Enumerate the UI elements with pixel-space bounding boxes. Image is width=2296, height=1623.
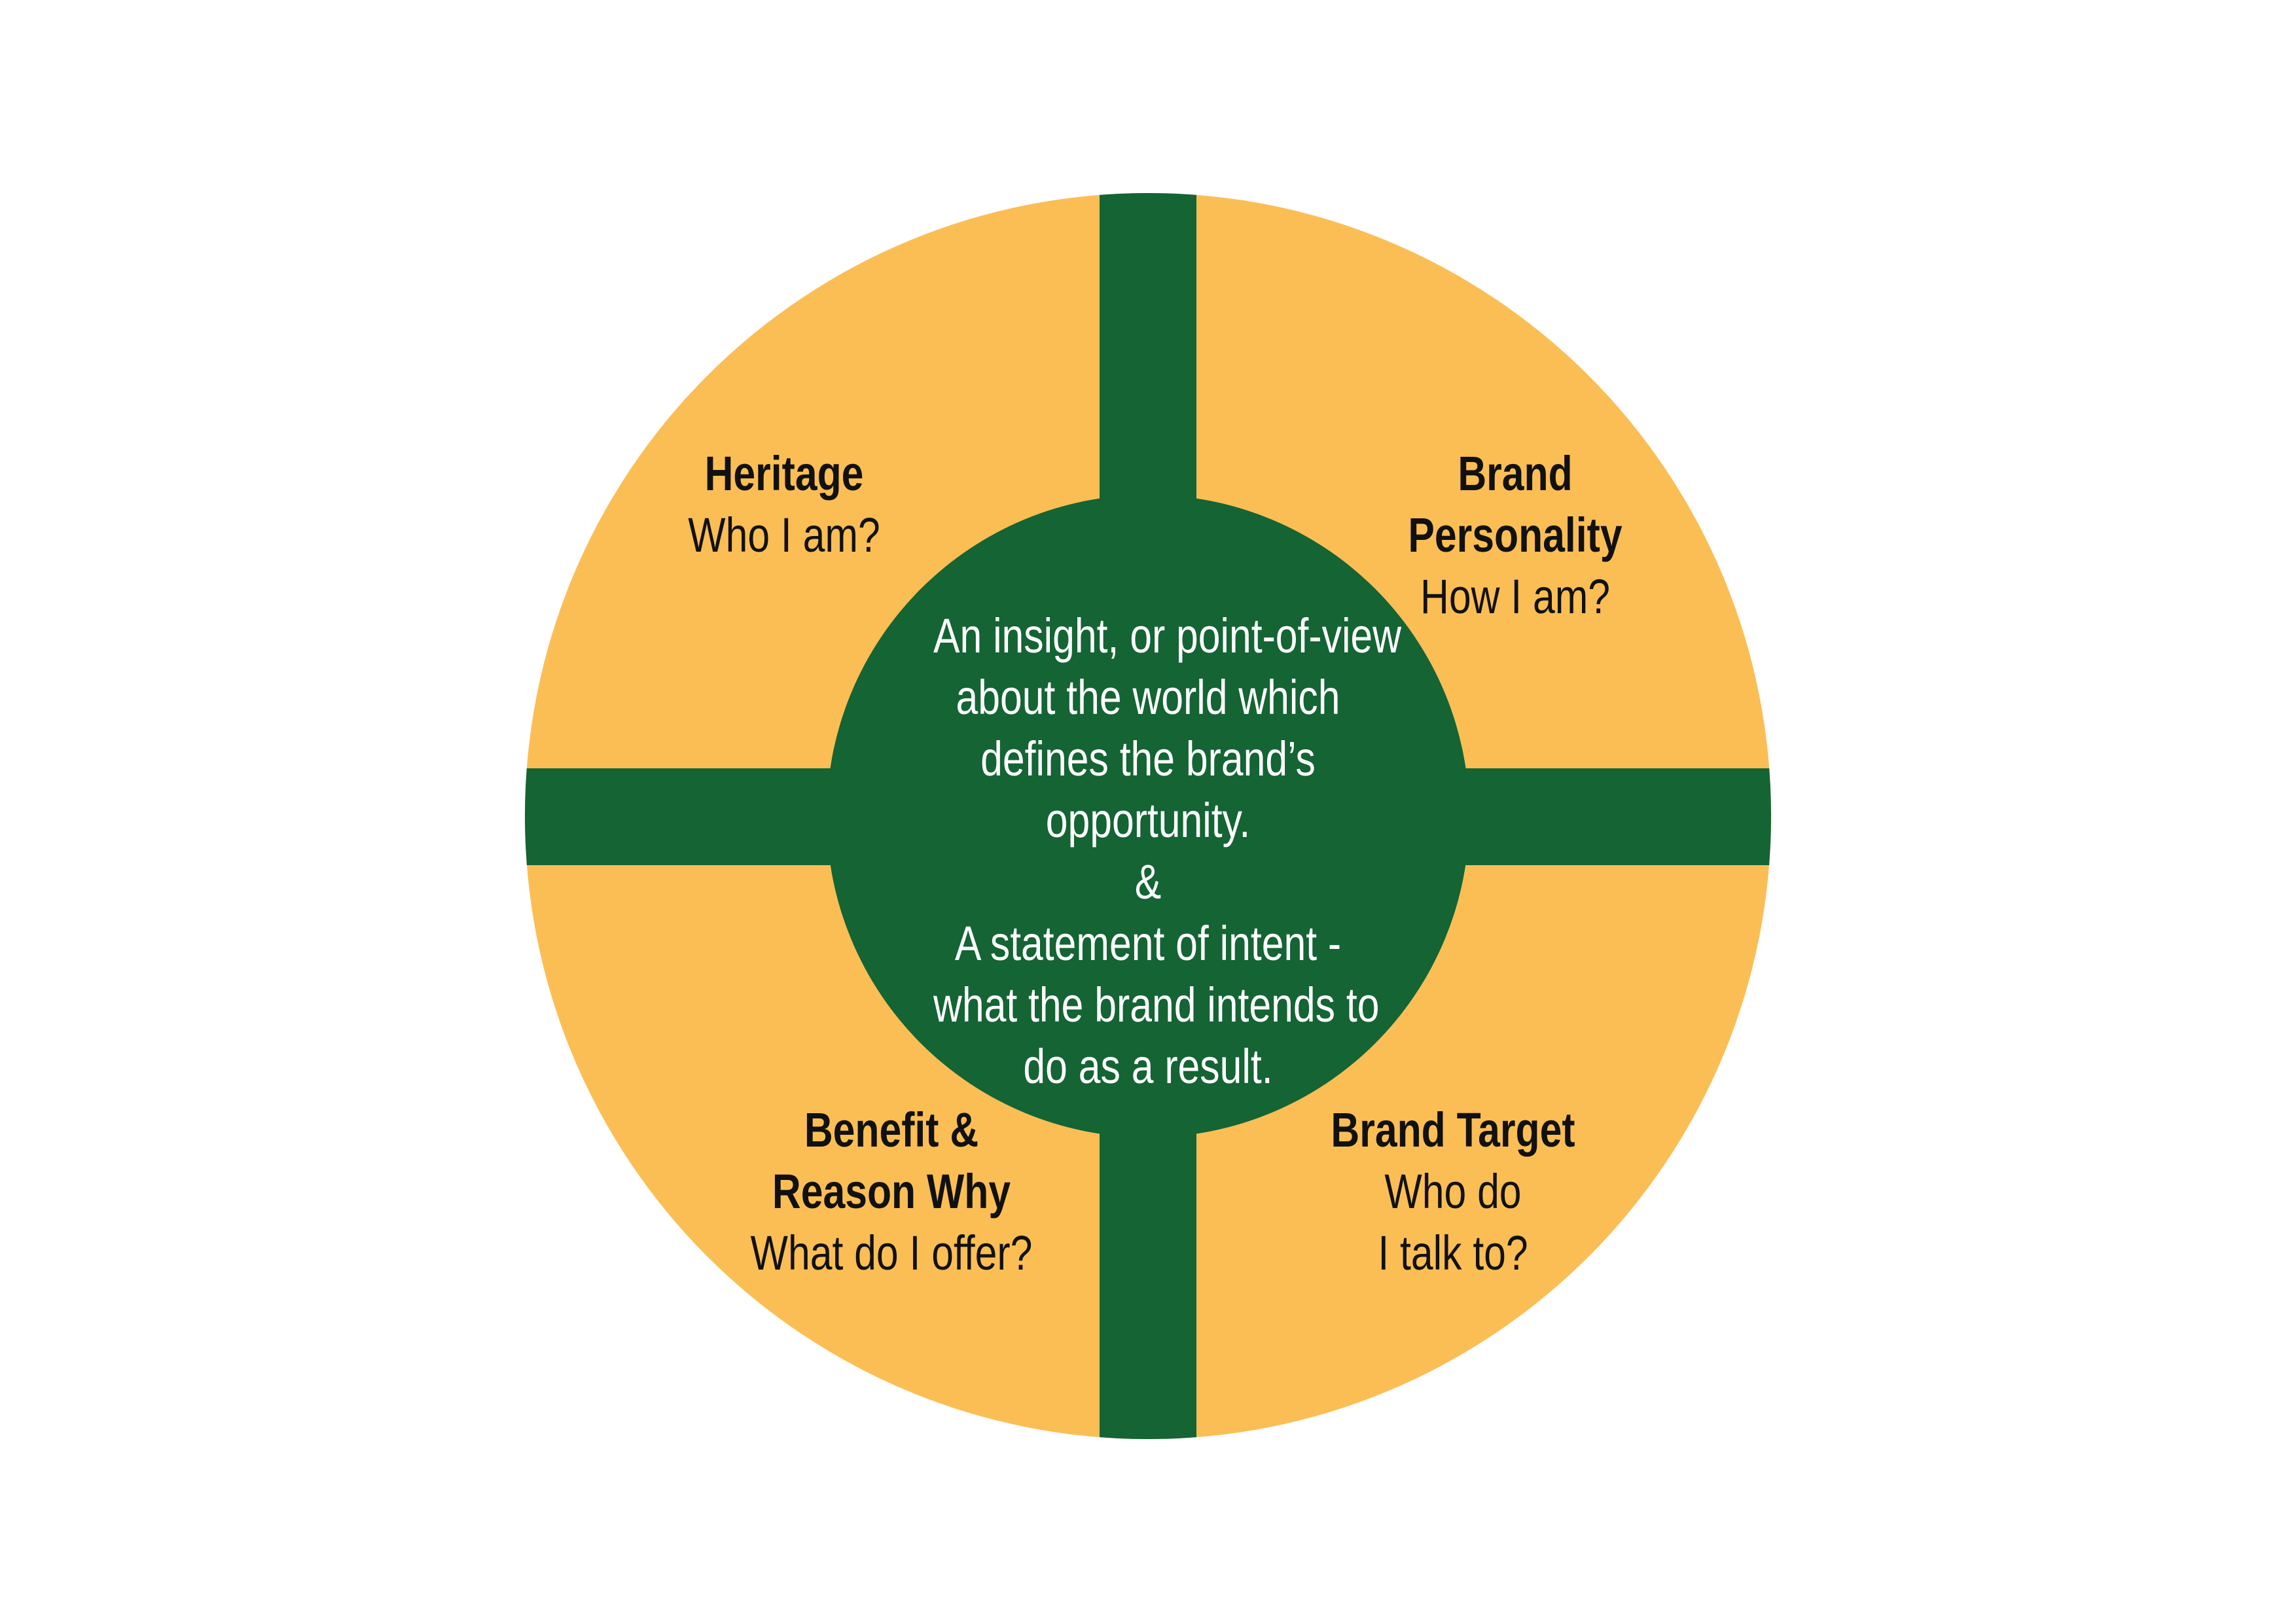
core-line: An insight, or point-of-view <box>933 609 1402 663</box>
core-line: opportunity. <box>1045 793 1251 847</box>
quadrant-question: I talk to? <box>1378 1226 1528 1280</box>
core-line: defines the brand’s <box>980 732 1316 786</box>
quadrant-question: What do I offer? <box>750 1226 1033 1280</box>
core-line: A statement of intent - <box>954 916 1342 971</box>
quadrant-title: Brand Target <box>1331 1103 1575 1157</box>
quadrant-title: Personality <box>1408 508 1623 562</box>
quadrant-title: Reason Why <box>772 1164 1011 1219</box>
quadrant-title: Heritage <box>704 446 864 501</box>
quadrant-brand-personality: Brand Personality How I am? <box>1385 443 1646 628</box>
core-line: about the world which <box>956 670 1340 724</box>
core-line: what the brand intends to <box>933 978 1380 1032</box>
core-line: do as a result. <box>1023 1039 1273 1094</box>
quadrant-title: Benefit & <box>804 1103 979 1157</box>
core-circle <box>827 495 1469 1137</box>
quadrant-question: How I am? <box>1420 569 1611 624</box>
core-line: & <box>1134 855 1162 909</box>
quadrant-heritage: Heritage Who I am? <box>667 443 901 566</box>
quadrant-question: Who do <box>1384 1164 1522 1219</box>
quadrant-question: Who I am? <box>688 508 880 562</box>
quadrant-benefit-reason-why: Benefit & Reason Why What do I offer? <box>719 1099 1063 1284</box>
core-statement: An insight, or point-of-view about the w… <box>886 605 1410 1097</box>
quadrant-brand-target: Brand Target Who do I talk to? <box>1304 1099 1602 1284</box>
quadrant-title: Brand <box>1458 446 1573 501</box>
